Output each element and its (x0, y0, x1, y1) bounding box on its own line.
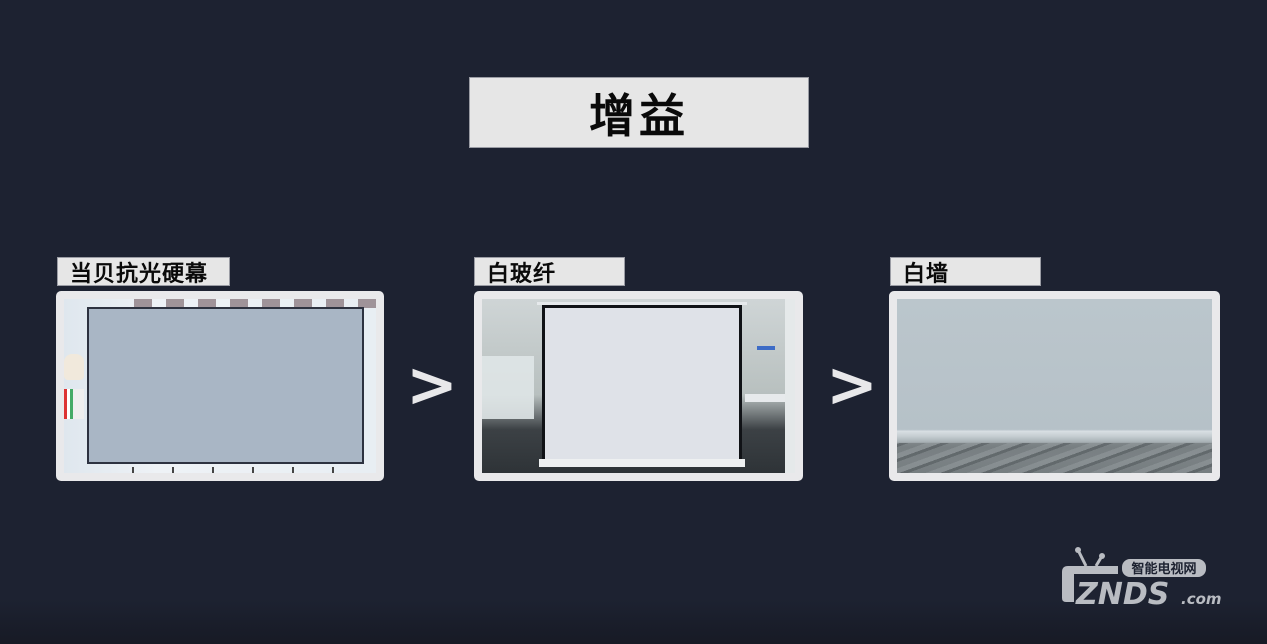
label-text: 白玻纤 (487, 261, 557, 287)
pillar (785, 299, 795, 473)
label-dangbei-screen: 当贝抗光硬幕 (57, 257, 230, 287)
card-white-wall (889, 291, 1220, 481)
book-shelf (64, 389, 84, 419)
znds-watermark-logo: 智能电视网 ZNDS .com (1056, 544, 1226, 612)
projection-screen (87, 307, 364, 464)
screen-case (539, 459, 745, 467)
label-white-wall: 白墙 (890, 257, 1041, 287)
dangbei-screen-photo (64, 299, 376, 473)
floor-carpet (897, 443, 1212, 473)
desk (745, 394, 785, 402)
card-white-fiberglass (474, 291, 803, 481)
table-legs (94, 467, 366, 473)
title-banner: 增益 (469, 77, 809, 148)
label-text: 白墙 (903, 261, 950, 287)
blue-sign (757, 346, 775, 350)
white-wall-photo (897, 299, 1212, 473)
screen-top-bar (537, 302, 747, 305)
greater-than-symbol-1: > (406, 348, 458, 421)
whiteboard (482, 356, 534, 419)
projection-screen (542, 305, 742, 463)
svg-text:智能电视网: 智能电视网 (1131, 561, 1196, 577)
slide-title: 增益 (589, 88, 689, 143)
white-fiberglass-photo (482, 299, 795, 473)
tv-antenna-icon: 智能电视网 ZNDS .com (1062, 547, 1222, 612)
card-dangbei-screen (56, 291, 384, 481)
svg-text:ZNDS: ZNDS (1075, 577, 1169, 610)
label-white-fiberglass: 白玻纤 (474, 257, 625, 287)
owl-toy (64, 354, 84, 380)
svg-text:.com: .com (1181, 590, 1222, 608)
wall-frames (134, 299, 376, 309)
greater-than-symbol-2: > (826, 348, 878, 421)
label-text: 当贝抗光硬幕 (70, 261, 209, 287)
